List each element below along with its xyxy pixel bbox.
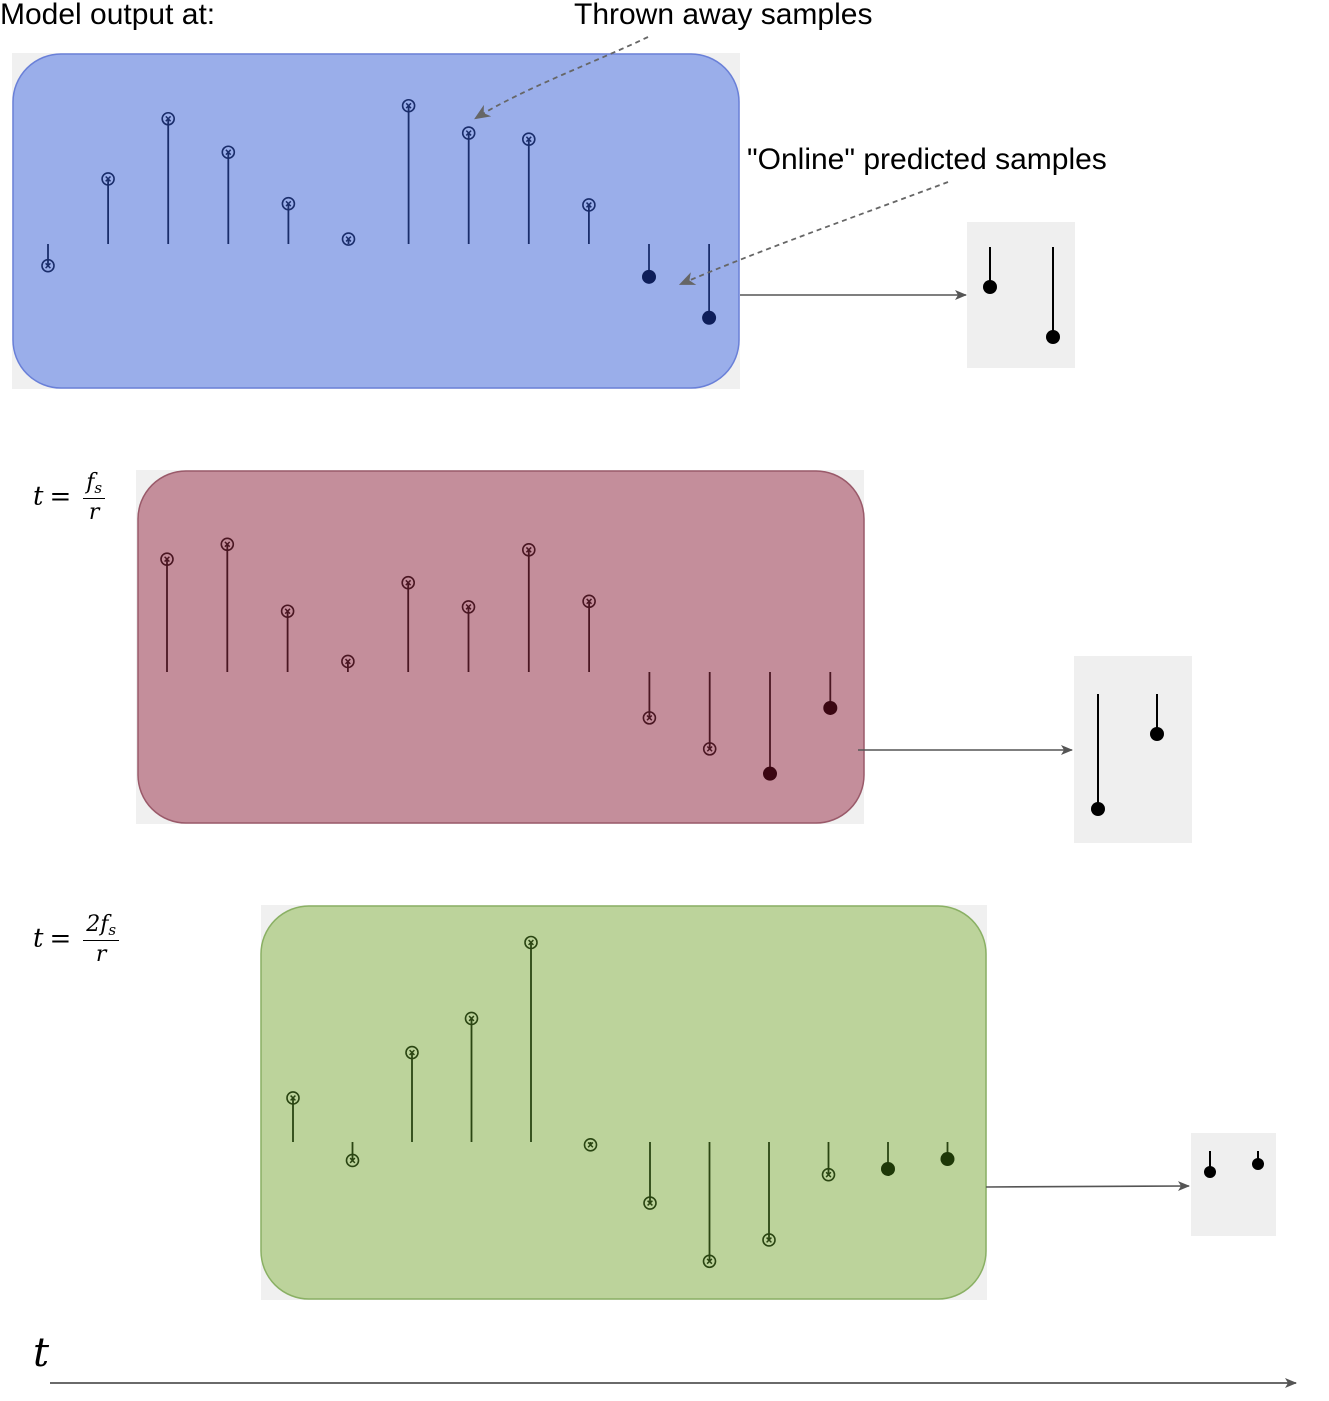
- output-box-t0: [967, 222, 1075, 368]
- predicted-sample-dot: [823, 700, 838, 715]
- discarded-sample-marker: [461, 600, 476, 614]
- discarded-sample-marker: [101, 172, 115, 186]
- discarded-sample-marker: [582, 198, 596, 212]
- predicted-sample-dot: [881, 1161, 895, 1176]
- label-numerator: fs: [83, 470, 106, 499]
- panel-stems: [286, 935, 955, 1269]
- discarded-sample-marker: [161, 111, 175, 126]
- output-dot: [1091, 802, 1105, 816]
- predicted-sample-dot: [940, 1152, 955, 1167]
- output-dot: [1204, 1166, 1216, 1178]
- discarded-sample-marker: [702, 742, 717, 756]
- output-box-t1: [1074, 656, 1192, 843]
- label-numerator: 2fs: [83, 912, 120, 941]
- discarded-sample-marker: [401, 575, 416, 590]
- discarded-sample-marker: [821, 1167, 836, 1182]
- discarded-sample-marker: [220, 537, 235, 552]
- output-dot: [1252, 1158, 1264, 1170]
- discarded-sample-marker: [286, 1091, 300, 1105]
- panel-stems: [41, 98, 717, 325]
- figure-title: Model output at:: [0, 0, 216, 31]
- discarded-sample-marker: [582, 594, 596, 609]
- label-denominator: r: [95, 942, 107, 967]
- output-box-bg: [1074, 656, 1192, 843]
- output-box-bg: [967, 222, 1075, 368]
- output-dot: [983, 280, 997, 294]
- discarded-sample-marker: [762, 1233, 776, 1247]
- panel-box: [260, 905, 987, 1300]
- output-dot: [1150, 727, 1164, 741]
- panel-stems: [160, 537, 838, 781]
- discarded-sample-marker: [280, 604, 295, 619]
- discarded-sample-marker: [341, 654, 355, 669]
- discarded-sample-marker: [160, 552, 174, 566]
- numerator-subscript: s: [108, 921, 117, 939]
- time-axis-label: t: [33, 1330, 50, 1376]
- predicted-sample-dot: [763, 766, 777, 781]
- discarded-sample-marker: [341, 232, 356, 246]
- panel-t2: [260, 905, 987, 1300]
- label-eq: =: [49, 481, 72, 512]
- discarded-sample-marker: [702, 1254, 717, 1269]
- discarded-sample-marker: [405, 1045, 419, 1060]
- panel-box: [12, 53, 740, 389]
- discarded-sample-marker: [461, 126, 476, 140]
- predicted-sample-dot: [642, 269, 656, 284]
- panel-box: [137, 470, 865, 824]
- output-box-t2: [1191, 1133, 1276, 1236]
- discarded-sample-marker: [521, 543, 536, 557]
- online-predicted-arrow: [678, 181, 949, 285]
- predicted-sample-dot: [702, 310, 717, 325]
- discarded-sample-marker: [401, 98, 416, 113]
- panel-t0: [12, 53, 740, 389]
- discarded-sample-marker: [583, 1138, 598, 1152]
- discarded-sample-marker: [521, 132, 536, 147]
- discarded-sample-marker: [524, 935, 538, 950]
- discarded-sample-marker: [464, 1011, 479, 1026]
- discarded-sample-marker: [345, 1153, 360, 1168]
- discarded-sample-marker: [642, 711, 657, 725]
- panel-t1: [136, 470, 865, 824]
- numerator-subscript: s: [94, 479, 103, 497]
- discarded-sample-marker: [643, 1196, 657, 1210]
- label-eq: =: [49, 923, 72, 954]
- thrown-away-arrow: [474, 36, 649, 120]
- thrown-away-annotation: Thrown away samples: [574, 0, 873, 31]
- discarded-sample-marker: [41, 258, 55, 273]
- discarded-sample-marker: [221, 145, 236, 160]
- discarded-sample-marker: [281, 196, 296, 211]
- numerator-text: 2f: [86, 912, 109, 937]
- output-dot: [1046, 330, 1060, 344]
- label-denominator: r: [88, 500, 100, 525]
- online-predicted-annotation: "Online" predicted samples: [747, 143, 1107, 176]
- output-arrow-t2: [985, 1181, 1190, 1192]
- label-lhs: t: [33, 481, 44, 512]
- numerator-text: f: [86, 470, 95, 495]
- output-box-bg: [1191, 1133, 1276, 1236]
- label-lhs: t: [33, 923, 44, 954]
